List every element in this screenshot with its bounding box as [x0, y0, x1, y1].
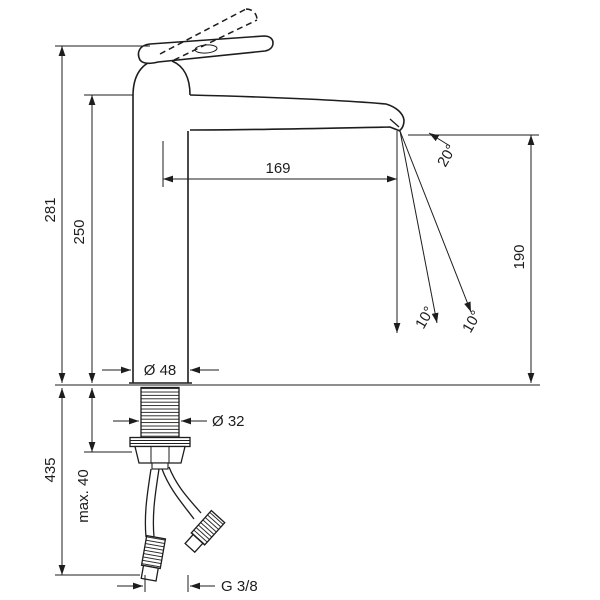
label-hose-length: 435 [42, 457, 59, 482]
dimension-total-height: 281 [42, 45, 150, 383]
label-spout-reach: 169 [265, 160, 290, 177]
dimension-connection-thread: G 3/8 [117, 575, 258, 595]
hose-adapter [151, 462, 169, 470]
mounting-parts [55, 384, 540, 582]
hose-fitting-right [184, 509, 226, 554]
label-swivel-right: 10° [459, 308, 485, 336]
stream-line-20deg [399, 130, 472, 313]
spout-top [189, 94, 405, 132]
label-shank-diameter: Ø 32 [212, 413, 245, 430]
aerator-face [389, 118, 400, 128]
dimension-outlet-height: 190 [408, 134, 539, 383]
faucet-body-left [132, 58, 159, 383]
dimension-max-mounting-thickness: max. 40 [75, 388, 132, 523]
dimension-hose-length: 435 [42, 388, 140, 576]
label-outlet-height: 190 [511, 244, 528, 269]
mounting-washer [129, 436, 191, 448]
label-total-height: 281 [42, 197, 59, 222]
dimension-spout-reach: 169 [162, 141, 397, 187]
label-height-to-spout: 250 [71, 219, 88, 244]
supply-hoses [144, 466, 202, 538]
label-stream-angle: 20° [434, 142, 460, 170]
hose-fitting-left [140, 534, 167, 582]
label-connection-thread: G 3/8 [221, 578, 258, 595]
dimension-height-to-spout: 250 [71, 94, 133, 383]
dimension-shank-diameter: Ø 32 [113, 413, 245, 430]
label-base-diameter: Ø 48 [144, 362, 177, 379]
faucet-outline [129, 8, 405, 384]
dimension-base-diameter: Ø 48 [102, 362, 219, 379]
stream-line-10deg [399, 130, 439, 324]
label-max-mounting-thickness: max. 40 [75, 469, 92, 522]
threaded-shank [140, 386, 180, 439]
faucet-cap-right [171, 60, 191, 96]
spout-underside [189, 126, 401, 132]
lever-raised-dashed [159, 8, 258, 61]
mounting-nut [134, 445, 186, 464]
faucet-lever [137, 35, 274, 65]
